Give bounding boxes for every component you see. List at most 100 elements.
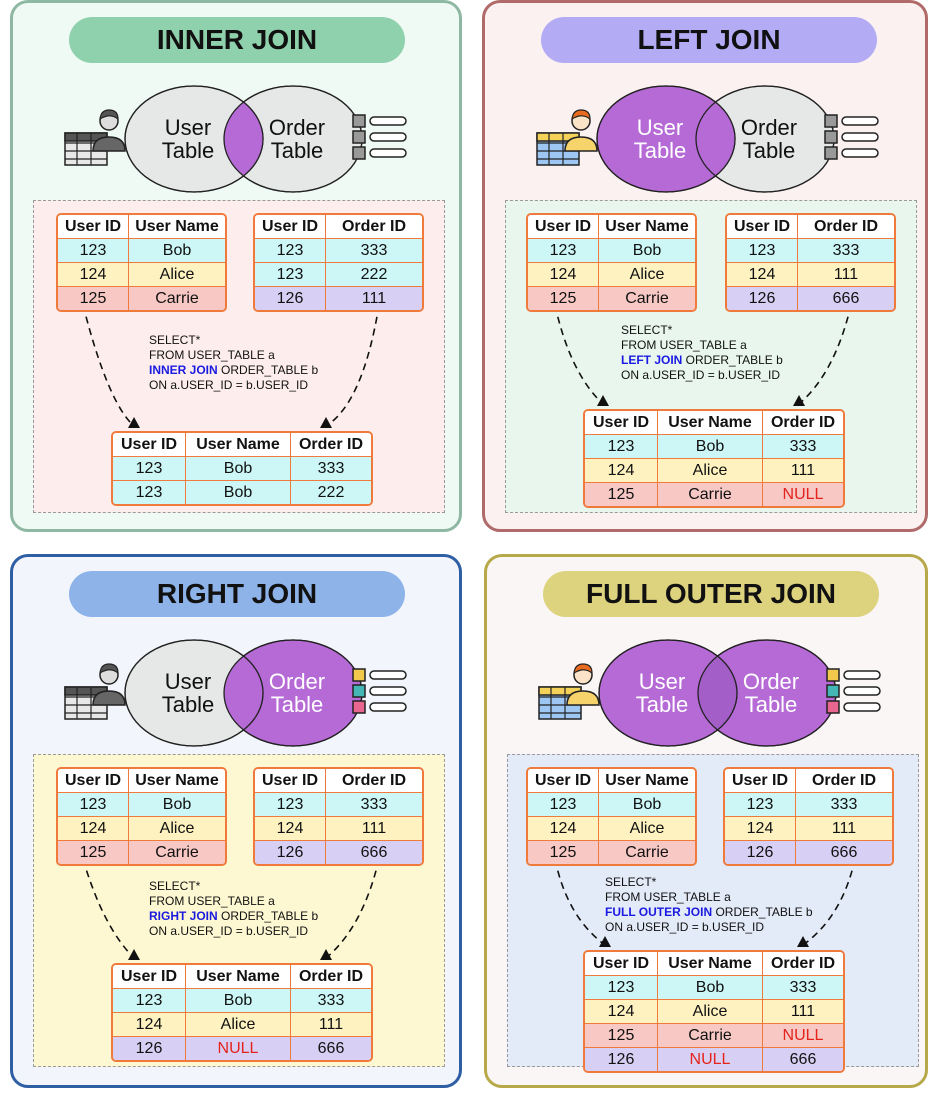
sql-line: SELECT* bbox=[149, 879, 201, 893]
table-cell: NULL bbox=[763, 1024, 843, 1047]
column-header: User Name bbox=[658, 411, 763, 434]
table-cell: 124 bbox=[725, 817, 796, 840]
panel-title: FULL OUTER JOIN bbox=[543, 571, 879, 617]
table-cell: Alice bbox=[658, 1000, 763, 1023]
table-cell: 123 bbox=[113, 989, 186, 1012]
order-label: Order bbox=[743, 669, 799, 694]
sql-line: FROM USER_TABLE a bbox=[149, 894, 275, 908]
column-header: User ID bbox=[528, 215, 599, 238]
sql-join-keyword: RIGHT JOIN bbox=[149, 909, 218, 923]
column-header: User ID bbox=[58, 215, 129, 238]
column-header: User Name bbox=[186, 965, 291, 988]
order-label: Order bbox=[269, 115, 325, 140]
sql-line: FROM USER_TABLE a bbox=[605, 890, 731, 904]
table-cell: 666 bbox=[796, 841, 892, 864]
table-cell: 126 bbox=[255, 841, 326, 864]
order-label: Table bbox=[745, 692, 798, 717]
panel-title: LEFT JOIN bbox=[541, 17, 877, 63]
user-table-icon bbox=[64, 663, 126, 720]
column-header: User Name bbox=[129, 215, 225, 238]
column-header: User ID bbox=[585, 952, 658, 975]
column-header: User ID bbox=[727, 215, 798, 238]
sql-line-rest: ORDER_TABLE b bbox=[682, 353, 783, 367]
table-cell: 126 bbox=[585, 1048, 658, 1071]
table-cell: Alice bbox=[658, 459, 763, 482]
column-header: User ID bbox=[585, 411, 658, 434]
order-list-icon bbox=[352, 114, 407, 160]
table-cell: 123 bbox=[113, 457, 186, 480]
column-header: User Name bbox=[599, 215, 695, 238]
table-cell: NULL bbox=[186, 1037, 291, 1060]
order-label: Table bbox=[743, 138, 796, 163]
table-cell: 111 bbox=[326, 817, 422, 840]
table-cell: 126 bbox=[727, 287, 798, 310]
sql-line-rest: ORDER_TABLE b bbox=[712, 905, 813, 919]
column-header: User ID bbox=[255, 215, 326, 238]
sql-join-line: INNER JOIN ORDER_TABLE b bbox=[149, 363, 318, 378]
table-cell: 124 bbox=[255, 817, 326, 840]
table-cell: Carrie bbox=[599, 287, 695, 310]
table-cell: Alice bbox=[129, 817, 225, 840]
table-cell: 124 bbox=[727, 263, 798, 286]
column-header: User ID bbox=[725, 769, 796, 792]
table-cell: Carrie bbox=[129, 841, 225, 864]
sql-join-keyword: FULL OUTER JOIN bbox=[605, 905, 713, 919]
table-cell: Carrie bbox=[658, 1024, 763, 1047]
table-cell: 333 bbox=[291, 989, 371, 1012]
user-table-icon bbox=[64, 109, 126, 166]
table-cell: NULL bbox=[658, 1048, 763, 1071]
column-header: Order ID bbox=[291, 965, 371, 988]
table-cell: 123 bbox=[255, 793, 326, 816]
column-header: Order ID bbox=[763, 952, 843, 975]
table-cell: Bob bbox=[599, 793, 695, 816]
table-cell: 123 bbox=[725, 793, 796, 816]
order-list-icon bbox=[826, 668, 881, 714]
column-header: User ID bbox=[113, 965, 186, 988]
user-label: User bbox=[165, 115, 211, 140]
column-header: User Name bbox=[599, 769, 695, 792]
sql-join-keyword: INNER JOIN bbox=[149, 363, 218, 377]
column-header: User Name bbox=[658, 952, 763, 975]
column-header: User ID bbox=[255, 769, 326, 792]
sql-line: ON a.USER_ID = b.USER_ID bbox=[149, 924, 309, 938]
table-cell: 222 bbox=[326, 263, 422, 286]
table-cell: 123 bbox=[58, 793, 129, 816]
table-cell: Bob bbox=[186, 481, 291, 504]
table-cell: 125 bbox=[585, 483, 658, 506]
table-cell: 124 bbox=[58, 263, 129, 286]
table-cell: 333 bbox=[326, 793, 422, 816]
user-label: Table bbox=[162, 692, 215, 717]
table-cell: Alice bbox=[599, 263, 695, 286]
sql-join-line: RIGHT JOIN ORDER_TABLE b bbox=[149, 909, 318, 924]
sql-line: SELECT* bbox=[621, 323, 673, 337]
user-label: User bbox=[639, 669, 685, 694]
table-cell: 125 bbox=[528, 841, 599, 864]
